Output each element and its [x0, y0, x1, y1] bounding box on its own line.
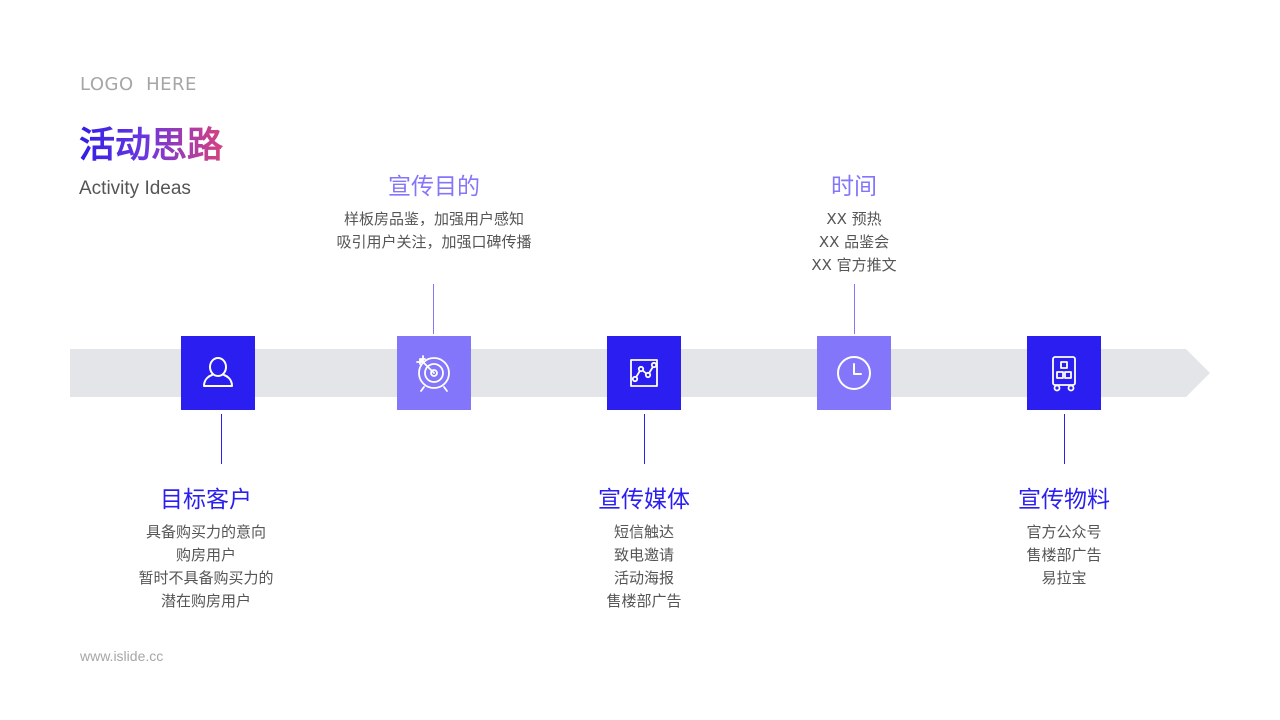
step-4-text: 时间 XX 预热 XX 品鉴会 XX 官方推文 — [704, 172, 1004, 277]
step-4-line-2: XX 品鉴会 — [818, 233, 890, 251]
user-icon — [203, 357, 233, 387]
step-3-connector — [644, 414, 645, 464]
step-4-line-3: XX 官方推文 — [811, 256, 897, 274]
step-1-line-2: 购房用户 — [175, 546, 236, 564]
step-2-line-2: 吸引用户关注，加强口碑传播 — [336, 233, 532, 251]
step-5-icon-box — [1027, 336, 1101, 410]
step-1-line-1: 具备购买力的意向 — [145, 523, 266, 541]
step-2-title: 宣传目的 — [388, 174, 480, 200]
step-5-text: 宣传物料 官方公众号 售楼部广告 易拉宝 — [914, 485, 1214, 590]
step-5-line-2: 售楼部广告 — [1026, 546, 1102, 564]
clock-icon — [837, 356, 871, 390]
step-3-title: 宣传媒体 — [598, 487, 690, 513]
step-5-connector — [1064, 414, 1065, 464]
step-4-title: 时间 — [831, 174, 877, 200]
step-2-icon-box — [397, 336, 471, 410]
step-3-line-4: 售楼部广告 — [606, 592, 682, 610]
step-4-icon-box — [817, 336, 891, 410]
step-3-line-3: 活动海报 — [613, 569, 674, 587]
step-3-icon-box — [607, 336, 681, 410]
step-1-text: 目标客户 具备购买力的意向 购房用户 暂时不具备购买力的 潜在购房用户 — [56, 485, 356, 613]
step-1-icon-box — [181, 336, 255, 410]
step-1-line-4: 潜在购房用户 — [160, 592, 251, 610]
step-3-line-1: 短信触达 — [613, 523, 674, 541]
building-icon — [1052, 356, 1076, 392]
chart-icon — [630, 359, 658, 387]
step-2-connector — [433, 284, 434, 334]
step-1-line-3: 暂时不具备购买力的 — [138, 569, 274, 587]
step-4-line-1: XX 预热 — [826, 210, 882, 228]
step-3-text: 宣传媒体 短信触达 致电邀请 活动海报 售楼部广告 — [494, 485, 794, 613]
step-2-text: 宣传目的 样板房品鉴，加强用户感知 吸引用户关注，加强口碑传播 — [284, 172, 584, 254]
logo-text: LOGO HERE — [80, 74, 197, 95]
step-5-line-1: 官方公众号 — [1026, 523, 1102, 541]
page-subtitle: Activity Ideas — [79, 178, 191, 199]
step-3-line-2: 致电邀请 — [613, 546, 674, 564]
page-title: 活动思路 — [79, 125, 224, 166]
step-4-connector — [854, 284, 855, 334]
step-5-line-3: 易拉宝 — [1041, 569, 1087, 587]
step-1-title: 目标客户 — [160, 487, 252, 513]
step-1-connector — [221, 414, 222, 464]
step-5-title: 宣传物料 — [1018, 487, 1110, 513]
target-icon — [416, 355, 450, 392]
step-2-line-1: 样板房品鉴，加强用户感知 — [343, 210, 524, 228]
footer-url[interactable]: www.islide.cc — [80, 648, 164, 664]
